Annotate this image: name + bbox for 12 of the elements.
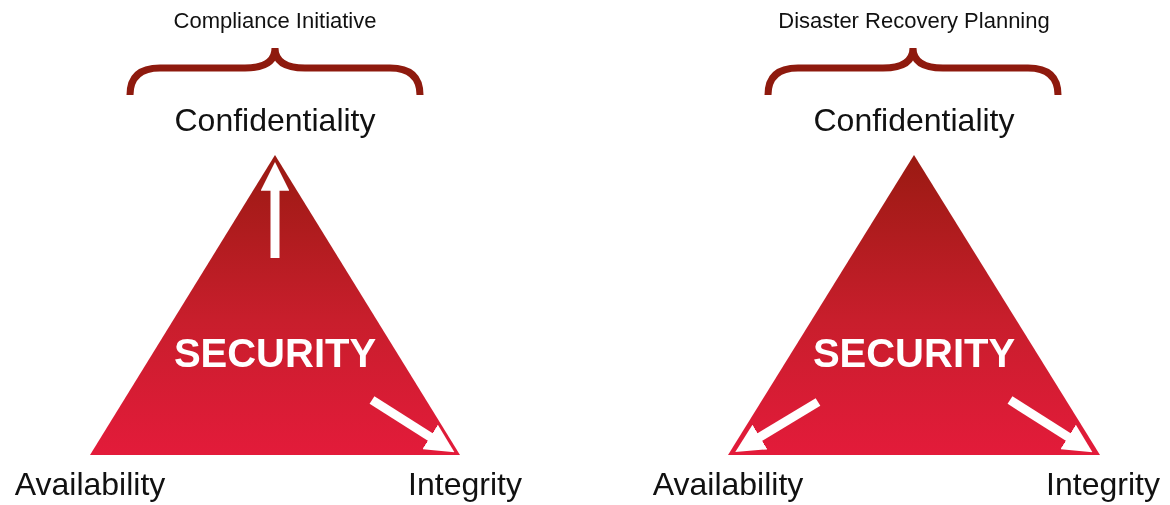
triangle-title: SECURITY xyxy=(172,333,378,373)
security-triangle xyxy=(90,155,460,455)
corner-label: Integrity xyxy=(408,468,522,500)
corner-label: Availability xyxy=(14,468,166,500)
brace-caption: Disaster Recovery Planning xyxy=(778,10,1050,32)
brace-caption: Compliance Initiative xyxy=(173,10,377,32)
corner-label: Confidentiality xyxy=(174,104,376,136)
corner-label: Confidentiality xyxy=(813,104,1015,136)
triangle-title: SECURITY xyxy=(811,333,1017,373)
security-triangle xyxy=(728,155,1100,455)
corner-label: Availability xyxy=(652,468,804,500)
corner-label: Integrity xyxy=(1046,468,1160,500)
